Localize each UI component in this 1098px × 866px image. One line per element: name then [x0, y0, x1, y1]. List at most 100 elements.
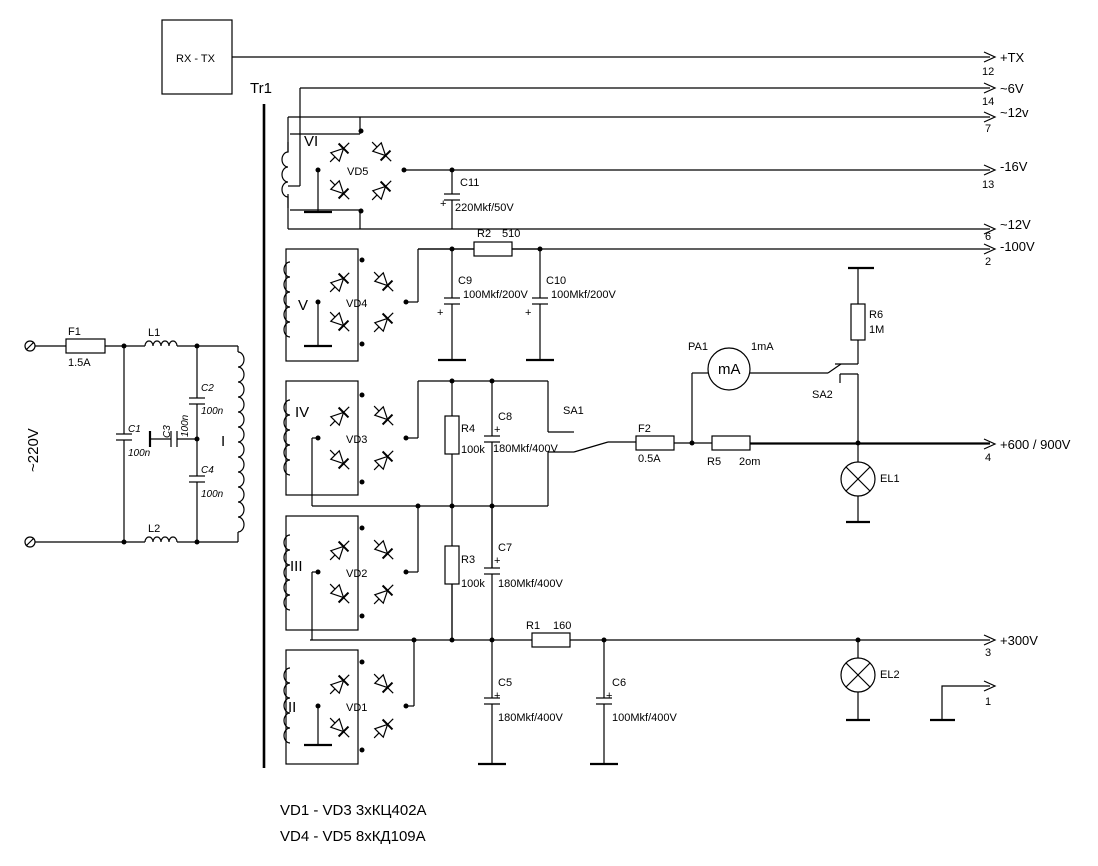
VD5-label: VD5: [347, 166, 368, 178]
VD4-dots: [315, 246, 543, 347]
mains-junctions: [121, 343, 200, 545]
output-pin-2: 2: [985, 256, 991, 268]
PA1-value: 1mA: [751, 341, 774, 353]
R2-value: 510: [502, 228, 520, 240]
EL1-junction: [855, 440, 861, 446]
C11-plus: +: [440, 198, 446, 210]
F1-value: 1.5A: [68, 357, 91, 369]
output-label-300v: +300V: [1000, 633, 1038, 648]
R3-label: R3: [461, 554, 475, 566]
SA2-label: SA2: [812, 389, 833, 401]
C3-label: C3: [162, 425, 173, 438]
F2-label: F2: [638, 423, 651, 435]
winding-V-label: V: [298, 297, 308, 314]
C11-label: C11: [460, 177, 479, 189]
output-label-16v: -16V: [1000, 159, 1028, 174]
R4-value: 100k: [461, 444, 485, 456]
output-pin-4: 4: [985, 452, 991, 464]
ground-output: [930, 685, 990, 722]
VD3-label: VD3: [346, 434, 367, 446]
VD5-dots: [315, 128, 455, 214]
C2-label: C2: [201, 383, 214, 394]
R6-label: R6: [869, 309, 883, 321]
C5-value: 180Mkf/400V: [498, 712, 563, 724]
C7-value: 180Mkf/400V: [498, 578, 563, 590]
C10-value: 100Mkf/200V: [551, 289, 616, 301]
EL1-label: EL1: [880, 473, 900, 485]
VD1-label: VD1: [346, 702, 367, 714]
PA1-label: PA1: [688, 341, 708, 353]
SA1-switch: [570, 431, 636, 453]
VD2-dots: [315, 525, 409, 619]
C8-label: C8: [498, 411, 512, 423]
rxtx-box: [161, 19, 233, 95]
output-label-600v: +600 / 900V: [1000, 437, 1071, 452]
C11-value: 220Mkf/50V: [455, 202, 514, 214]
R1-label: R1: [526, 620, 540, 632]
output-label-6v: ~6V: [1000, 81, 1024, 96]
VD3-dots: [315, 378, 495, 509]
R1-value: 160: [553, 620, 571, 632]
C8-value: 180Mkf/400V: [493, 443, 558, 455]
tr1-label: Tr1: [250, 80, 272, 97]
output-label-100v: -100V: [1000, 239, 1035, 254]
winding-IV-label: IV: [295, 404, 309, 421]
winding-II-section: [283, 584, 453, 765]
R5-label: R5: [707, 456, 721, 468]
output-pin-14: 14: [982, 96, 994, 108]
SA1-label: SA1: [563, 405, 584, 417]
output-pin-6: 6: [985, 231, 991, 243]
mains-voltage: ~220V: [25, 428, 42, 472]
output-rails: [232, 56, 990, 641]
winding-III-section: [283, 506, 500, 640]
F2-value: 0.5A: [638, 453, 661, 465]
note-vd1-vd3: VD1 - VD3 3xКЦ402А: [280, 802, 427, 819]
output-pin-1: 1: [985, 696, 991, 708]
C6-plus: +: [606, 690, 612, 702]
C5-label: C5: [498, 677, 512, 689]
C4-value: 100n: [201, 489, 224, 500]
C4-label: C4: [201, 465, 214, 476]
output-pin-3: 3: [985, 647, 991, 659]
C3-value: 100n: [180, 414, 191, 437]
output-arrows: [983, 51, 997, 692]
R2-label: R2: [477, 228, 491, 240]
output-pin-13: 13: [982, 179, 994, 191]
C6-value: 100Mkf/400V: [612, 712, 677, 724]
winding-VI-section: [281, 117, 361, 229]
C9-label: C9: [458, 275, 472, 287]
meter-label: mA: [718, 361, 741, 378]
C7-plus: +: [494, 555, 500, 567]
C8-plus: +: [494, 424, 500, 436]
L1-label: L1: [148, 327, 160, 339]
winding-V-section: [285, 241, 554, 362]
output-pin-7: 7: [985, 123, 991, 135]
VD2-label: VD2: [346, 568, 367, 580]
R3-value: 100k: [461, 578, 485, 590]
C7-label: C7: [498, 542, 512, 554]
C9-value: 100Mkf/200V: [463, 289, 528, 301]
R5-value: 2om: [739, 456, 760, 468]
300v-filter: [478, 632, 876, 766]
winding-I-label: I: [221, 433, 225, 450]
L2-label: L2: [148, 523, 160, 535]
output-pin-12: 12: [982, 66, 994, 78]
R4-label: R4: [461, 423, 475, 435]
winding-V-coil: [283, 261, 291, 338]
output-label-12v-a: ~12v: [1000, 105, 1029, 120]
F2-junction: [689, 440, 695, 446]
winding-VI-label: VI: [304, 133, 318, 150]
C9-plus: +: [437, 307, 443, 319]
winding-III-label: III: [290, 558, 303, 575]
VD1-dots: [315, 637, 861, 753]
C1-label: C1: [128, 424, 141, 435]
output-label-12v-b: ~12V: [1000, 217, 1031, 232]
mains-input: [24, 338, 245, 548]
VD4-label: VD4: [346, 298, 367, 310]
winding-IV-section: [283, 380, 570, 640]
SA2-R6-EL1: [827, 266, 876, 524]
C11-capacitor: [444, 170, 460, 229]
F1-label: F1: [68, 326, 81, 338]
C10-plus: +: [525, 307, 531, 319]
